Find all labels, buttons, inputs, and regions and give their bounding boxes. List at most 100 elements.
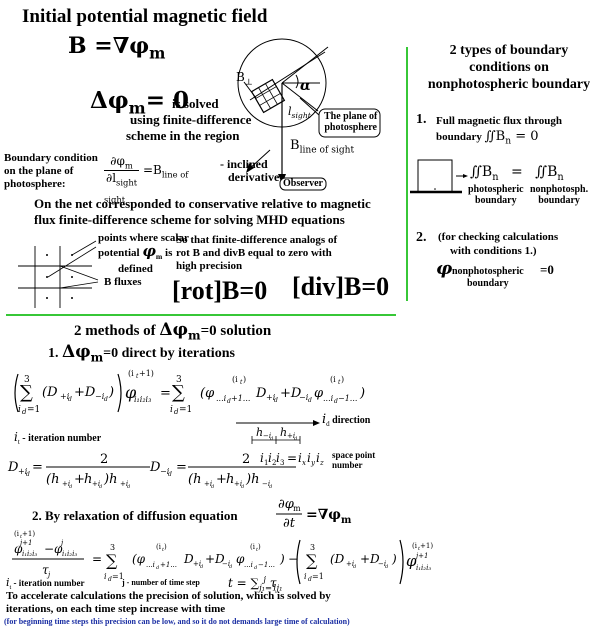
- svg-text:+: +: [74, 472, 85, 487]
- svg-text:...i: ...i: [244, 561, 253, 569]
- using-fd-text: using finite-difference: [130, 112, 252, 127]
- item-1-text: Full magnetic flux through boundary ∬Bn …: [436, 115, 563, 147]
- svg-text:t: t: [240, 379, 243, 386]
- svg-text:(i: (i: [232, 375, 238, 384]
- svg-text:+i: +i: [92, 480, 100, 488]
- svg-text:+i: +i: [120, 480, 128, 488]
- so-that-text: So that finite-difference analogs of rot…: [176, 234, 338, 272]
- svg-text:(φ: (φ: [200, 386, 215, 401]
- svg-text:y: y: [310, 459, 316, 467]
- svg-text:+i: +i: [346, 560, 354, 568]
- svg-text:+i: +i: [266, 393, 276, 402]
- svg-text:−1...: −1...: [338, 394, 357, 403]
- methods-heading: 2 methods of Δφm=0 solution: [74, 320, 272, 343]
- grid-points-label: points where scalar potential φm is defi…: [98, 232, 189, 276]
- svg-text:d: d: [200, 564, 203, 570]
- svg-text:h: h: [226, 472, 234, 487]
- svg-text:∂t: ∂t: [283, 516, 296, 531]
- svg-text:d: d: [156, 565, 159, 571]
- svg-text:+i: +i: [18, 467, 28, 476]
- svg-text:+i: +i: [62, 480, 70, 488]
- svg-text:d: d: [385, 564, 388, 570]
- svg-text:h: h: [256, 426, 263, 439]
- svg-text:i: i: [307, 451, 311, 465]
- flux-equality: ∬Bn = ∬Bn: [470, 164, 564, 183]
- svg-text:∑: ∑: [106, 551, 118, 570]
- svg-text:−: −: [288, 552, 298, 566]
- svg-text:(h: (h: [46, 472, 59, 487]
- svg-text:d: d: [294, 436, 297, 442]
- svg-text:−i: −i: [262, 480, 270, 488]
- svg-text:∑: ∑: [306, 551, 318, 570]
- svg-text:−i: −i: [299, 393, 309, 402]
- svg-text:−i: −i: [263, 432, 271, 440]
- svg-text:φ: φ: [125, 383, 137, 402]
- svg-text:(D: (D: [42, 385, 58, 400]
- svg-text:d: d: [274, 397, 278, 404]
- svg-text:+i: +i: [234, 480, 242, 488]
- scheme-region-text: scheme in the region: [126, 128, 240, 143]
- svg-text:−i: −i: [378, 560, 386, 568]
- svg-text:)h: )h: [103, 472, 117, 487]
- time-sum-equation: t = ∑j₁=1j τj₁: [228, 574, 283, 593]
- svg-text:d: d: [227, 398, 231, 405]
- photospheric-boundary-label: photospheric boundary: [468, 184, 524, 206]
- svg-text:(i: (i: [156, 543, 162, 551]
- svg-text:t: t: [20, 534, 23, 540]
- svg-text:+: +: [216, 472, 227, 487]
- svg-text:i₁i₂i₃: i₁i₂i₃: [134, 395, 151, 404]
- b-perp-label: B⊥: [236, 70, 253, 87]
- page-title: Initial potential magnetic field: [22, 6, 268, 27]
- inclined-derivative-label: - inclined derivative: [220, 157, 280, 184]
- svg-text:): ): [391, 552, 397, 566]
- svg-text:+D: +D: [360, 552, 380, 566]
- svg-text:i₁i₂i₃: i₁i₂i₃: [62, 550, 77, 558]
- svg-text:d: d: [69, 484, 72, 490]
- svg-text:...i: ...i: [216, 394, 227, 403]
- svg-text:∑: ∑: [20, 382, 33, 403]
- svg-text:...i: ...i: [323, 394, 334, 403]
- svg-text:)h: )h: [245, 472, 259, 487]
- svg-text:=: =: [92, 552, 102, 566]
- svg-text:(i: (i: [128, 369, 134, 378]
- iteration-number-label: it - iteration number: [14, 430, 102, 446]
- svg-text:−i: −i: [160, 467, 170, 476]
- svg-text:φ: φ: [406, 552, 417, 570]
- svg-text:d: d: [308, 397, 312, 404]
- svg-text:d: d: [308, 576, 312, 583]
- svg-text:2: 2: [272, 459, 276, 467]
- svg-text:+1): +1): [420, 542, 433, 550]
- svg-text:−: −: [44, 542, 54, 556]
- svg-text:d: d: [254, 565, 257, 571]
- svg-text:D: D: [149, 460, 161, 475]
- svg-text:i: i: [298, 451, 302, 465]
- svg-text:): ): [108, 385, 114, 400]
- svg-text:t: t: [256, 547, 259, 553]
- svg-text:+1...: +1...: [231, 394, 250, 403]
- horizontal-divider: [6, 314, 396, 316]
- svg-text:d: d: [270, 436, 273, 442]
- svg-text:3: 3: [24, 375, 30, 385]
- net-description: On the net corresponded to conservative …: [34, 196, 371, 227]
- svg-text:t: t: [136, 373, 139, 380]
- svg-text:i: i: [18, 405, 21, 415]
- nonphotospheric-boundary-label: nonphotosph. boundary: [530, 184, 589, 206]
- svg-text:−i: −i: [222, 560, 230, 568]
- svg-text:=1: =1: [112, 572, 124, 581]
- svg-text:d: d: [211, 484, 214, 490]
- svg-text:d: d: [229, 564, 232, 570]
- svg-text:+1): +1): [22, 530, 35, 538]
- svg-text:+1): +1): [139, 369, 154, 378]
- svg-text:+i: +i: [204, 480, 212, 488]
- svg-text:h: h: [280, 426, 287, 439]
- b-gradient-equation: B =∇φm: [68, 33, 166, 63]
- item-1-number: 1.: [416, 112, 427, 127]
- svg-text:−1...: −1...: [258, 561, 275, 569]
- precision-note: (for beginning time steps this precision…: [4, 617, 350, 626]
- svg-text:m: m: [293, 504, 301, 513]
